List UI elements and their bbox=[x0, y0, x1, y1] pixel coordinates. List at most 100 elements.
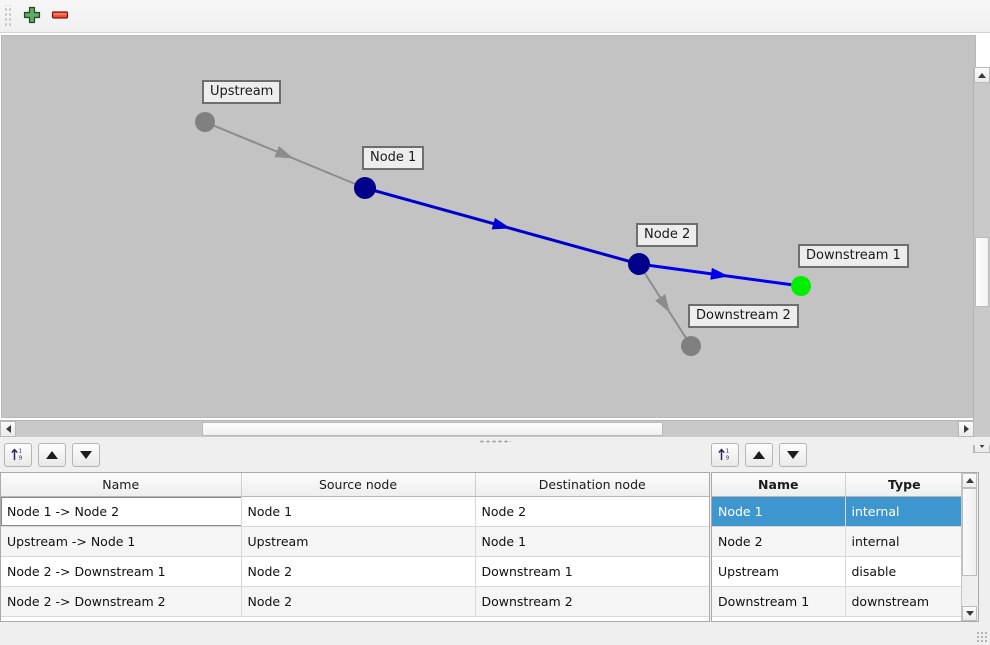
edges-column-header-source[interactable]: Source node bbox=[241, 473, 476, 497]
panel-splitter[interactable] bbox=[0, 437, 990, 445]
scroll-up-button[interactable] bbox=[962, 473, 977, 488]
graph-horizontal-scrollbar[interactable] bbox=[0, 420, 974, 437]
minus-icon bbox=[50, 6, 70, 27]
triangle-down-icon bbox=[80, 451, 92, 459]
edges-column-header-name[interactable]: Name bbox=[1, 473, 242, 497]
triangle-down-icon bbox=[978, 442, 986, 448]
edge-arrow-icon bbox=[274, 146, 294, 159]
node-label-node1[interactable]: Node 1 bbox=[362, 146, 425, 170]
edge-cell-name: Node 2 -> Downstream 2 bbox=[1, 586, 242, 617]
edges-toolbar: 1 9 bbox=[4, 443, 100, 467]
nodes-column-header-type[interactable]: Type bbox=[845, 473, 963, 497]
graph-node-node2[interactable] bbox=[628, 253, 650, 275]
node-cell-type: internal bbox=[845, 526, 963, 557]
sort-icon: 1 9 bbox=[717, 446, 733, 465]
edge-cell-source: Node 2 bbox=[241, 586, 476, 617]
window-resize-grip[interactable] bbox=[976, 631, 988, 643]
node-cell-name: Upstream bbox=[712, 556, 846, 587]
scroll-up-button[interactable] bbox=[974, 67, 990, 83]
edges-table[interactable]: Name Source node Destination node Node 1… bbox=[0, 472, 710, 622]
edges-move-up-button[interactable] bbox=[38, 443, 66, 467]
svg-text:9: 9 bbox=[726, 455, 730, 461]
node-label-node2[interactable]: Node 2 bbox=[636, 223, 699, 247]
node-cell-type: downstream bbox=[845, 586, 963, 617]
edge-cell-source: Upstream bbox=[241, 526, 476, 557]
svg-text:9: 9 bbox=[19, 455, 23, 461]
edge-cell-name: Node 1 -> Node 2 bbox=[1, 496, 242, 527]
triangle-right-icon bbox=[963, 425, 969, 433]
sort-icon: 1 9 bbox=[10, 446, 26, 465]
edge-arrow-icon bbox=[655, 294, 670, 313]
triangle-down-icon bbox=[787, 451, 799, 459]
graph-node-node1[interactable] bbox=[354, 177, 376, 199]
scroll-down-button[interactable] bbox=[962, 606, 977, 621]
edge-cell-destination: Node 1 bbox=[475, 526, 709, 557]
edge-cell-destination: Downstream 1 bbox=[475, 556, 709, 587]
triangle-down-icon bbox=[965, 611, 974, 616]
vertical-scroll-thumb[interactable] bbox=[975, 237, 989, 307]
node-cell-type: internal bbox=[845, 496, 963, 527]
graph-node-upstream[interactable] bbox=[195, 112, 215, 132]
svg-text:1: 1 bbox=[19, 448, 23, 454]
edge-cell-destination: Downstream 2 bbox=[475, 586, 709, 617]
add-button[interactable] bbox=[18, 3, 46, 29]
nodes-move-down-button[interactable] bbox=[779, 443, 807, 467]
edge-cell-name: Upstream -> Node 1 bbox=[1, 526, 242, 557]
graph-vertical-scrollbar[interactable] bbox=[973, 67, 990, 453]
graph-node-downstream2[interactable] bbox=[681, 336, 701, 356]
edges-sort-button[interactable]: 1 9 bbox=[4, 443, 32, 467]
edge-cell-source: Node 2 bbox=[241, 556, 476, 587]
nodes-table-scrollbar[interactable] bbox=[961, 473, 978, 621]
horizontal-scroll-thumb[interactable] bbox=[202, 422, 663, 436]
triangle-left-icon bbox=[5, 425, 11, 433]
scroll-left-button[interactable] bbox=[0, 421, 16, 437]
edge-cell-destination: Node 2 bbox=[475, 496, 709, 527]
remove-button[interactable] bbox=[46, 3, 74, 29]
scroll-right-button[interactable] bbox=[958, 421, 974, 437]
vertical-scroll-thumb[interactable] bbox=[962, 488, 977, 576]
triangle-up-icon bbox=[965, 478, 974, 483]
edge-cell-source: Node 1 bbox=[241, 496, 476, 527]
nodes-column-header-name[interactable]: Name bbox=[712, 473, 846, 497]
splitter-grip bbox=[479, 440, 511, 443]
edges-column-header-destination[interactable]: Destination node bbox=[475, 473, 709, 497]
graph-svg bbox=[195, 112, 811, 356]
svg-text:1: 1 bbox=[726, 448, 730, 454]
nodes-sort-button[interactable]: 1 9 bbox=[711, 443, 739, 467]
node-label-downstream1[interactable]: Downstream 1 bbox=[798, 244, 909, 268]
edges-table-grid: Name Source node Destination node Node 1… bbox=[1, 473, 709, 617]
edge-arrow-icon bbox=[710, 267, 729, 280]
nodes-table-header-row: Name Type bbox=[712, 473, 963, 497]
triangle-up-icon bbox=[46, 451, 58, 459]
node-label-upstream[interactable]: Upstream bbox=[202, 80, 282, 104]
edges-table-header-row: Name Source node Destination node bbox=[1, 473, 709, 497]
main-toolbar bbox=[0, 0, 990, 33]
nodes-toolbar: 1 9 bbox=[711, 443, 807, 467]
edges-move-down-button[interactable] bbox=[72, 443, 100, 467]
node-label-downstream2[interactable]: Downstream 2 bbox=[688, 304, 799, 328]
node-cell-name: Node 1 bbox=[712, 496, 846, 527]
triangle-up-icon bbox=[753, 451, 765, 459]
node-cell-type: disable bbox=[845, 556, 963, 587]
plus-icon bbox=[23, 6, 41, 27]
node-cell-name: Downstream 1 bbox=[712, 586, 846, 617]
edge-cell-name: Node 2 -> Downstream 1 bbox=[1, 556, 242, 587]
toolbar-grip[interactable] bbox=[3, 5, 13, 27]
nodes-move-up-button[interactable] bbox=[745, 443, 773, 467]
status-bar bbox=[0, 622, 990, 645]
graph-node-downstream1[interactable] bbox=[791, 276, 811, 296]
triangle-up-icon bbox=[978, 72, 986, 78]
